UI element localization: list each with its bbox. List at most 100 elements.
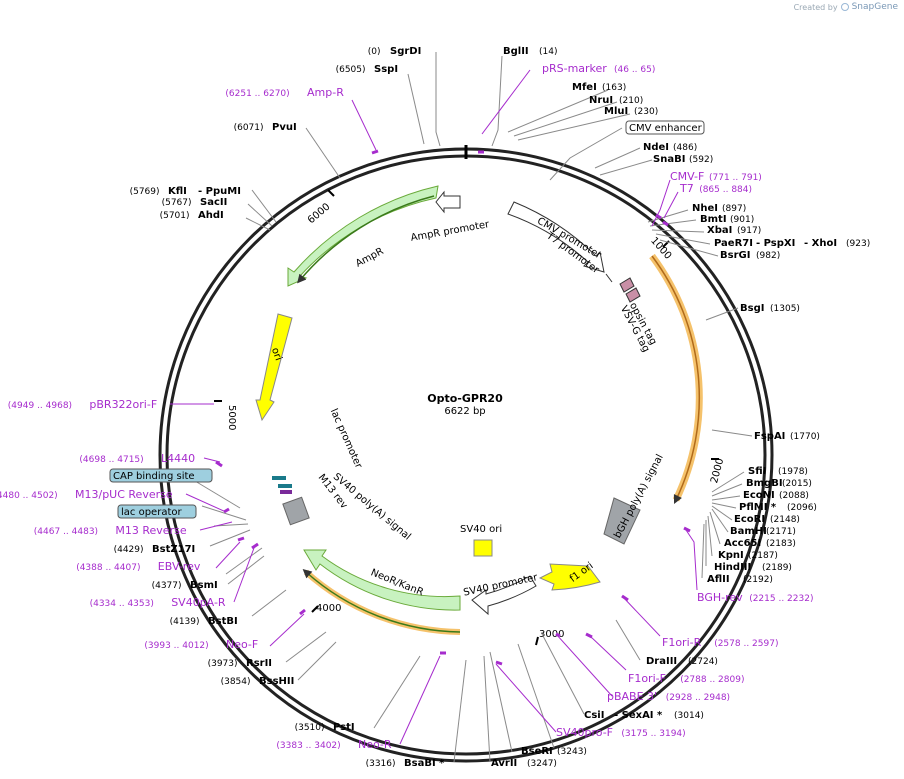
kpni-label: KpnI — [718, 550, 744, 561]
tick-label-6000: 6000 — [306, 201, 333, 226]
neo-f-label: Neo-F — [226, 638, 258, 651]
avrii-label: AvrII — [491, 758, 517, 769]
bgh-rev-label: BGH-rev — [697, 591, 743, 604]
feature-label-ori: ori — [269, 346, 284, 362]
sv40-ori-feature — [473, 539, 493, 557]
snapgene-brand: Created by SnapGene — [794, 2, 898, 12]
sv40pa-r-pos: (4334 .. 4353) — [90, 599, 154, 609]
bsshii-label: BssHII — [259, 676, 294, 687]
aflii-label: AflII — [707, 574, 730, 585]
bstbi-label: BstBI — [208, 616, 238, 627]
kpni-pos: (2187) — [748, 551, 778, 561]
bstz17i-pos: (4429) — [114, 545, 144, 555]
hindiii-pos: (2189) — [762, 563, 792, 573]
rsrii-pos: (3973) — [208, 659, 238, 669]
leader-lines — [189, 52, 753, 763]
cmv-f-pos: (771 .. 791) — [709, 173, 762, 183]
l4440-label: L4440 — [161, 452, 195, 465]
aflii-pos: (2192) — [743, 575, 773, 585]
snapgene-logo-icon — [840, 3, 849, 11]
beseri-pos: (3243) — [557, 747, 587, 757]
econi-pos: (2088) — [779, 491, 809, 501]
mfei-label: MfeI — [572, 82, 597, 93]
sacii-pos: (5767) — [162, 198, 192, 208]
pflmi-label: PflMI * — [739, 502, 777, 513]
f1ori-r-pos: (2578 .. 2597) — [714, 639, 778, 649]
draiii-pos: (2724) — [688, 657, 718, 667]
cmv-enhancer-label: CMV enhancer — [629, 123, 703, 134]
nhei-label: NheI — [692, 203, 718, 214]
snabi-label: SnaBI — [653, 154, 685, 165]
feature-label-ampr: AmpR — [354, 246, 386, 270]
sgrdi-label: SgrDI — [390, 46, 421, 57]
avrii-pos: (3247) — [527, 759, 557, 769]
sv40-polya-feature — [282, 496, 310, 526]
feature-label-ampr-promoter: AmpR promoter — [410, 219, 491, 244]
csii-label2: - SexAI * — [614, 710, 663, 721]
t7-promoter-feature — [605, 273, 613, 283]
f1ori-f-label: F1ori-F — [628, 672, 666, 685]
m13-reverse-label: M13 Reverse — [115, 524, 186, 537]
nhei-pos: (897) — [722, 204, 746, 214]
m13-puc-reverse-pos: (4480 .. 4502) — [0, 491, 58, 501]
l4440-pos: (4698 .. 4715) — [79, 455, 143, 465]
bmti-label: BmtI — [700, 214, 727, 225]
bsmi-pos: (4377) — [152, 581, 182, 591]
sfii-pos: (1978) — [778, 467, 808, 477]
hindiii-label: HindIII — [714, 562, 751, 573]
cap-binding-site-box — [109, 468, 213, 483]
paer7i-pos: (923) — [846, 239, 870, 249]
f1ori-f-pos: (2788 .. 2809) — [680, 675, 744, 685]
mlui-label: MluI — [604, 106, 628, 117]
tick-5000: 5000 — [214, 400, 237, 430]
xbai-label: XbaI — [707, 225, 732, 236]
m13-rev-feature — [280, 490, 292, 494]
draiii-label: DraIII — [646, 656, 677, 667]
bsmi-label: BsmI — [190, 580, 218, 591]
psti-pos: (3510) — [295, 723, 325, 733]
feature-label-sv40-ori: SV40 ori — [460, 524, 502, 535]
bsabi-label: BsaBI * — [404, 758, 445, 769]
pbabe3-label: pBABE 3' — [607, 690, 657, 703]
prs-marker-label: pRS-marker — [542, 62, 607, 75]
plasmid-size: 6622 bp — [444, 406, 485, 417]
ampr-arrow-inner — [297, 195, 435, 284]
cmv-promoter-feature — [507, 201, 605, 273]
neo-r-pos: (3383 .. 3402) — [276, 741, 340, 751]
tick-label-2000: 2000 — [709, 457, 726, 484]
f1ori-r-label: F1ori-R — [662, 636, 702, 649]
bstz17i-label: BstZ17I — [152, 544, 195, 555]
bglii-label: BglII — [503, 46, 529, 57]
bmti-pos: (901) — [730, 215, 754, 225]
sfii-label: SfiI — [748, 466, 766, 477]
t7-pos: (865 .. 884) — [699, 185, 752, 195]
pvui-label: PvuI — [272, 122, 297, 133]
bsshii-pos: (3854) — [221, 677, 251, 687]
amp-r-pos: (6251 .. 6270) — [225, 89, 289, 99]
psti-label: PstI — [333, 722, 355, 733]
ecori-label: EcoRI — [734, 514, 765, 525]
ampr-feature — [287, 185, 439, 287]
kfli-pos: (5769) — [130, 187, 160, 197]
cmv-enhancer-box — [625, 120, 705, 135]
mfei-pos: (163) — [602, 83, 626, 93]
bmgbi-label: BmgBI — [746, 478, 783, 489]
fspai-label: FspAI — [754, 431, 785, 442]
pflmi-pos: (2096) — [787, 503, 817, 513]
primer-sites — [170, 69, 698, 745]
kfli-label2: - PpuMI — [198, 186, 241, 197]
f1-ori-feature — [538, 563, 601, 591]
ndei-label: NdeI — [643, 142, 669, 153]
snabi-pos: (592) — [689, 155, 713, 165]
bsgi-pos: (1305) — [770, 304, 800, 314]
backbone — [158, 147, 774, 763]
tick-label-4000: 4000 — [316, 603, 341, 614]
acc65i-label: Acc65I — [724, 538, 761, 549]
plasmid-name: Opto-GPR20 — [427, 392, 503, 405]
bsrgi-pos: (982) — [756, 251, 780, 261]
tick-2000: 2000 — [709, 457, 726, 484]
nrui-pos: (210) — [619, 96, 643, 106]
pvui-pos: (6071) — [234, 123, 264, 133]
csii-pos: (3014) — [674, 711, 704, 721]
